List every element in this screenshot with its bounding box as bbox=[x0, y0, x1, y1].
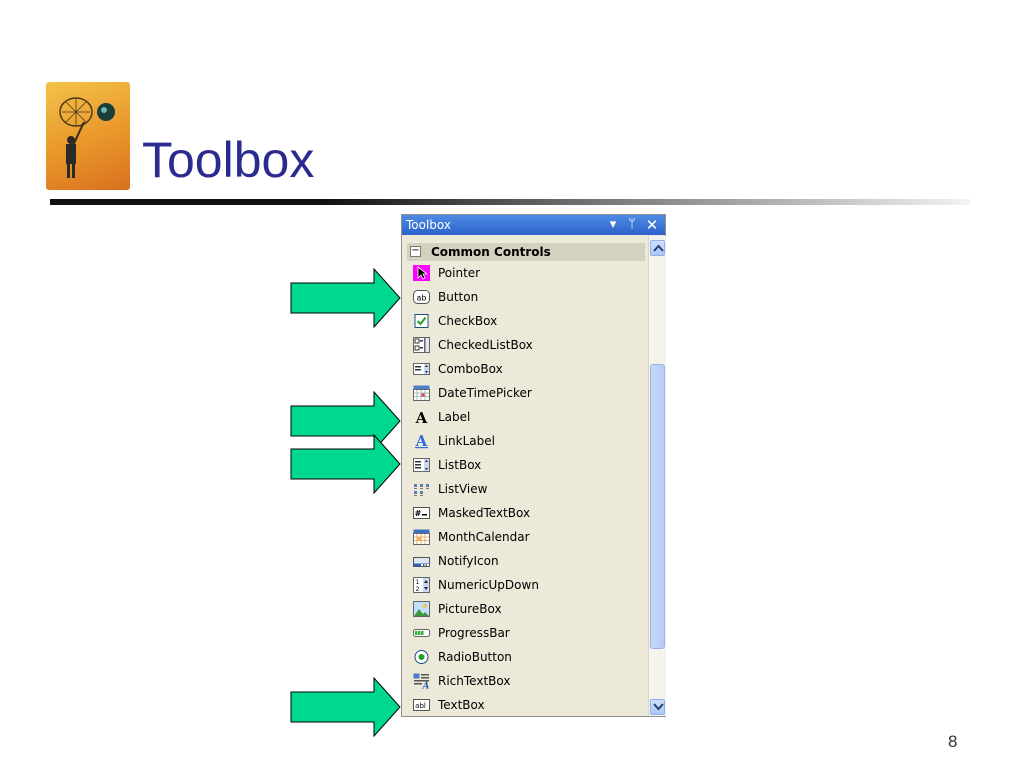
close-icon[interactable]: ✕ bbox=[645, 216, 659, 234]
scroll-up-button[interactable] bbox=[650, 240, 665, 256]
toolbox-item-textbox[interactable]: abl TextBox bbox=[407, 694, 645, 715]
section-label: Common Controls bbox=[431, 245, 551, 259]
textbox-icon: abl bbox=[413, 699, 430, 711]
picturebox-icon bbox=[413, 601, 430, 617]
checkedlistbox-icon bbox=[413, 337, 430, 353]
toolbox-item-maskedtextbox[interactable]: # MaskedTextBox bbox=[407, 502, 645, 525]
item-label: MonthCalendar bbox=[438, 530, 530, 544]
slide-title: Toolbox bbox=[142, 132, 315, 188]
callout-arrow-listbox-icon bbox=[290, 434, 401, 494]
button-icon: ab bbox=[413, 290, 430, 304]
toolbox-item-progressbar[interactable]: ProgressBar bbox=[407, 622, 645, 645]
toolbox-item-button[interactable]: ab Button bbox=[407, 286, 645, 309]
callout-arrow-textbox-icon bbox=[290, 677, 401, 737]
svg-text:1: 1 bbox=[416, 579, 420, 586]
page-number: 8 bbox=[948, 732, 958, 751]
svg-text:2: 2 bbox=[416, 586, 420, 593]
toolbox-item-checkedlistbox[interactable]: CheckedListBox bbox=[407, 334, 645, 357]
svg-text:A: A bbox=[415, 409, 428, 425]
toolbox-titlebar[interactable]: Toolbox ▾ ᛘ ✕ bbox=[402, 215, 665, 235]
monthcalendar-icon bbox=[413, 529, 430, 545]
toolbox-window: Toolbox ▾ ᛘ ✕ − Common Controls Pointer … bbox=[401, 214, 666, 717]
numericupdown-icon: 12 bbox=[413, 577, 430, 593]
svg-text:#: # bbox=[415, 509, 422, 518]
item-label: TextBox bbox=[438, 698, 485, 712]
scroll-down-button[interactable] bbox=[650, 699, 665, 715]
butterfly-net-logo-icon bbox=[46, 82, 130, 190]
chevron-down-icon bbox=[653, 703, 664, 711]
toolbox-item-checkbox[interactable]: CheckBox bbox=[407, 310, 645, 333]
item-label: RadioButton bbox=[438, 650, 512, 664]
window-position-dropdown-icon[interactable]: ▾ bbox=[609, 217, 617, 232]
svg-text:A: A bbox=[415, 433, 428, 449]
toolbox-item-label[interactable]: A Label bbox=[407, 406, 645, 429]
collapse-icon[interactable]: − bbox=[410, 245, 421, 257]
toolbox-item-richtextbox[interactable]: A RichTextBox bbox=[407, 670, 645, 693]
svg-text:A: A bbox=[422, 682, 430, 690]
callout-arrow-button-icon bbox=[290, 268, 401, 328]
scroll-thumb[interactable] bbox=[650, 364, 665, 649]
toolbox-title: Toolbox bbox=[406, 218, 451, 232]
toolbox-item-notifyicon[interactable]: NotifyIcon bbox=[407, 550, 645, 573]
toolbox-item-list: − Common Controls Pointer ab Button Chec… bbox=[405, 236, 647, 715]
auto-hide-pin-icon[interactable]: ᛘ bbox=[628, 217, 636, 232]
toolbox-item-pointer[interactable]: Pointer bbox=[407, 262, 645, 285]
toolbox-item-linklabel[interactable]: A LinkLabel bbox=[407, 430, 645, 453]
item-label: ListView bbox=[438, 482, 488, 496]
toolbox-item-monthcalendar[interactable]: MonthCalendar bbox=[407, 526, 645, 549]
toolbox-item-combobox[interactable]: ComboBox bbox=[407, 358, 645, 381]
item-label: NumericUpDown bbox=[438, 578, 539, 592]
toolbox-item-picturebox[interactable]: PictureBox bbox=[407, 598, 645, 621]
item-label: PictureBox bbox=[438, 602, 502, 616]
listbox-icon bbox=[413, 458, 430, 472]
svg-text:abl: abl bbox=[415, 702, 426, 710]
item-label: Pointer bbox=[438, 266, 481, 280]
item-label: MaskedTextBox bbox=[438, 506, 531, 520]
item-label: Label bbox=[438, 410, 471, 424]
toolbox-item-listview[interactable]: ListView bbox=[407, 478, 645, 501]
listview-icon bbox=[414, 484, 429, 496]
radiobutton-icon bbox=[414, 650, 429, 664]
callout-arrow-label-icon bbox=[290, 391, 401, 451]
item-label: Button bbox=[438, 290, 479, 304]
progressbar-icon bbox=[413, 629, 430, 637]
chevron-up-icon bbox=[653, 244, 664, 252]
toolbox-item-datetimepicker[interactable]: DateTimePicker bbox=[407, 382, 645, 405]
toolbox-item-listbox[interactable]: ListBox bbox=[407, 454, 645, 477]
datetimepicker-icon bbox=[413, 385, 430, 401]
item-label: CheckBox bbox=[438, 314, 498, 328]
title-divider bbox=[50, 199, 970, 205]
item-label: RichTextBox bbox=[438, 674, 511, 688]
item-label: ListBox bbox=[438, 458, 482, 472]
item-label: NotifyIcon bbox=[438, 554, 499, 568]
notifyicon-icon bbox=[413, 557, 430, 567]
section-header-common-controls[interactable]: − Common Controls bbox=[407, 243, 645, 261]
item-label: CheckedListBox bbox=[438, 338, 533, 352]
checkbox-icon bbox=[414, 314, 429, 328]
maskedtextbox-icon: # bbox=[413, 507, 430, 519]
pointer-icon bbox=[413, 265, 430, 281]
item-label: ProgressBar bbox=[438, 626, 510, 640]
item-label: DateTimePicker bbox=[438, 386, 532, 400]
svg-text:ab: ab bbox=[417, 294, 427, 303]
richtextbox-icon: A bbox=[413, 673, 430, 689]
label-letter-a-icon: A bbox=[415, 409, 428, 425]
item-label: ComboBox bbox=[438, 362, 503, 376]
combobox-icon bbox=[413, 363, 430, 375]
toolbox-item-radiobutton[interactable]: RadioButton bbox=[407, 646, 645, 669]
item-label: LinkLabel bbox=[438, 434, 495, 448]
toolbox-scrollbar[interactable] bbox=[648, 236, 666, 716]
linklabel-letter-a-icon: A bbox=[415, 433, 428, 449]
